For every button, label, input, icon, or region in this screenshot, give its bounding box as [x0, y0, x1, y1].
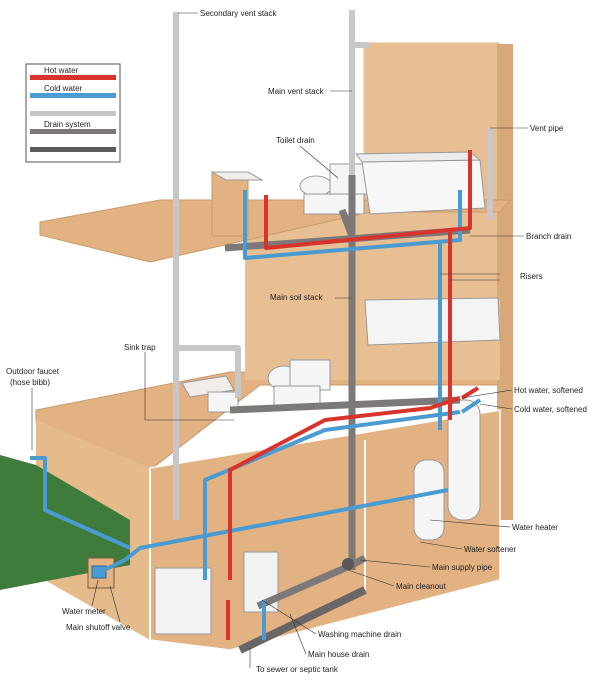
main-supply-pipe: [99, 488, 449, 574]
right-wall: [497, 44, 513, 520]
leader-water-meter: [91, 579, 99, 607]
labels: Secondary vent stack Main vent stack Toi…: [6, 9, 587, 674]
leader-shutoff: [109, 585, 121, 623]
first-floor-tub: [364, 297, 501, 346]
legend-swatch: [30, 93, 116, 98]
leader-main-cleanout: [347, 569, 395, 587]
legend-label: Cold water: [44, 84, 83, 93]
label-main-vent-stack: Main vent stack: [268, 87, 325, 96]
label-hot-softened: Hot water, softened: [514, 386, 583, 395]
label-secondary-vent-stack: Secondary vent stack: [200, 9, 277, 18]
leader-toilet-drain: [299, 145, 339, 179]
label-main-house-drain: Main house drain: [308, 650, 369, 659]
sewer-pipe: [238, 586, 367, 654]
upper-sink-top: [210, 171, 264, 181]
label-main-cleanout: Main cleanout: [396, 582, 447, 591]
label-cold-softened: Cold water, softened: [514, 405, 587, 414]
outdoor-faucet-line: [30, 456, 131, 550]
leader-water-heater: [429, 519, 511, 528]
cold-riser-lower: [203, 410, 461, 580]
leader-washer-drain: [261, 599, 317, 635]
label-main-soil-stack: Main soil stack: [270, 293, 323, 302]
label-main-supply-pipe: Main supply pipe: [432, 563, 493, 572]
label-risers: Risers: [520, 272, 543, 281]
cold-softened: [460, 398, 482, 414]
leader-cold-softened: [479, 403, 513, 410]
label-main-shutoff-valve: Main shutoff valve: [66, 623, 131, 632]
leader-hot-softened: [461, 389, 513, 399]
dryer: [154, 567, 212, 635]
lower-branch-drain: [229, 396, 461, 414]
main-cleanout: [342, 558, 354, 570]
label-to-sewer: To sewer or septic tank: [256, 665, 339, 674]
legend-swatch: [30, 75, 116, 80]
legend-swatch: [30, 111, 116, 116]
hot-riser-upper: [264, 150, 472, 250]
label-sink-trap: Sink trap: [124, 343, 156, 352]
label-outdoor-faucet-1: Outdoor faucet: [6, 367, 60, 376]
label-washing-machine-drain: Washing machine drain: [318, 630, 401, 639]
upper-sink-cabinet: [211, 171, 249, 237]
label-outdoor-faucet-2: (hose bibb): [10, 378, 50, 387]
leader-water-softener: [419, 541, 463, 550]
legend-label: Drain system: [44, 120, 91, 129]
toilet-drain: [338, 208, 356, 238]
label-toilet-drain: Toilet drain: [276, 136, 315, 145]
label-branch-drain: Branch drain: [526, 232, 571, 241]
sink-vent: [176, 345, 241, 398]
water-softener: [447, 399, 481, 521]
legend-label: Hot water: [44, 66, 79, 75]
label-water-meter: Water meter: [62, 607, 106, 616]
cold-water-lines: [30, 190, 482, 640]
water-heater: [413, 459, 445, 541]
hot-water-lines: [226, 150, 480, 640]
hot-softened: [460, 386, 480, 400]
cold-riser-upper: [243, 190, 462, 260]
bathtub-rim: [355, 151, 482, 163]
leader-main-supply: [359, 559, 431, 568]
legend-swatch: [30, 129, 116, 134]
label-vent-pipe: Vent pipe: [530, 124, 564, 133]
label-water-softener: Water softener: [464, 545, 517, 554]
label-water-heater: Water heater: [512, 523, 558, 532]
lawn: [0, 455, 130, 590]
bathtub: [361, 159, 486, 215]
hot-riser-lower: [228, 396, 461, 580]
fixtures: [87, 151, 501, 635]
legend-swatch: [30, 147, 116, 152]
leader-house-drain: [289, 613, 307, 655]
house-structure: [0, 41, 513, 654]
upper-toilet-bowl: [299, 175, 333, 197]
lower-toilet-tank: [289, 359, 331, 391]
